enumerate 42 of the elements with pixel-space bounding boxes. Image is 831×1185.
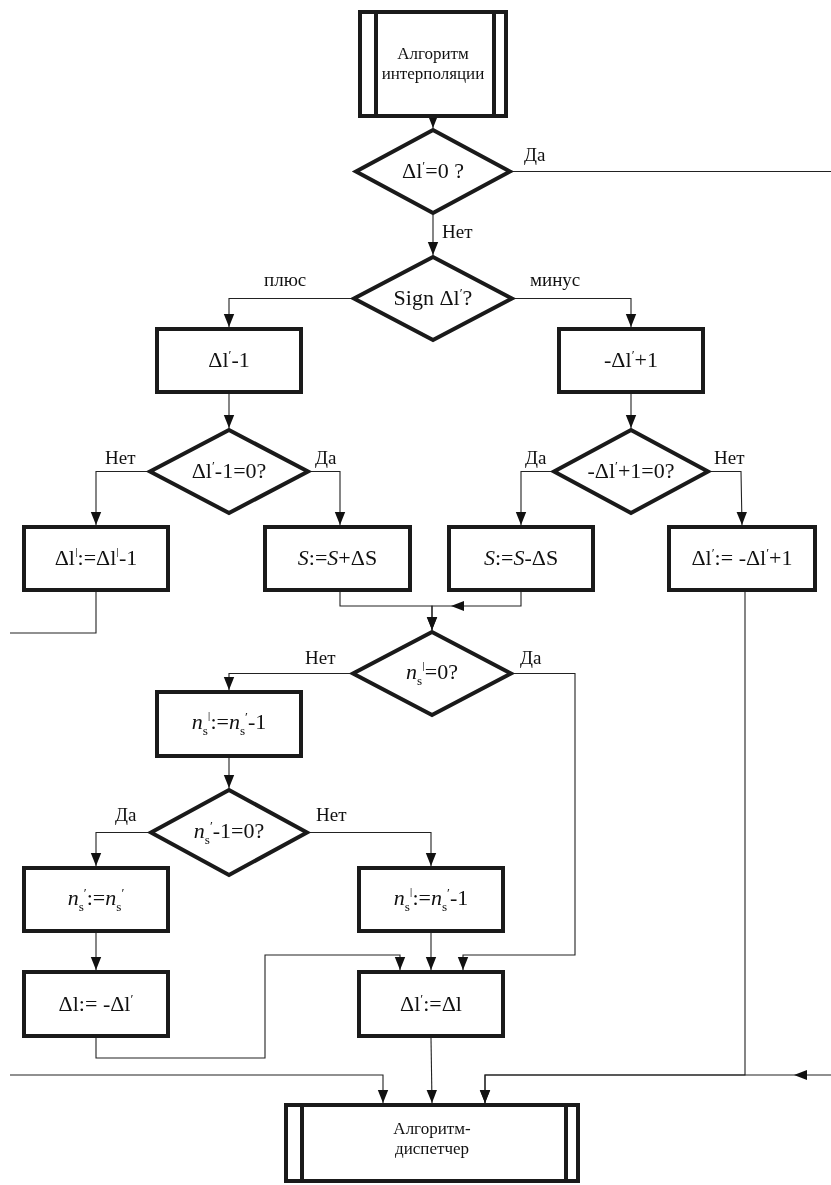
edge-label: Да: [313, 448, 339, 469]
step-text: Δl$^{′}$:=Δl: [400, 990, 462, 1018]
process-box: [155, 690, 303, 758]
decision-diamond: [352, 255, 514, 342]
step-text: Δl:= -Δl$^{′}$: [58, 990, 134, 1018]
edge-label: Да: [523, 448, 549, 469]
condition-text: n$_{s}$$^{′}$-1=0?: [193, 817, 265, 848]
edge-label: Да: [518, 648, 544, 669]
process-box: [22, 970, 170, 1038]
process-box: [667, 525, 817, 592]
decision-diamond: [148, 428, 310, 515]
edge-label: Да: [522, 145, 548, 166]
condition-text: Δl$^{′}$=0 ?: [402, 158, 464, 185]
process-box: [22, 525, 170, 592]
process-box: [263, 525, 412, 592]
process-box: [357, 970, 505, 1038]
decision-diamond: [351, 630, 513, 717]
process-box: [557, 327, 705, 394]
step-text: n$_{s}$$^{ǀ}$:=n$_{s}$$^{′}$-1: [393, 884, 469, 915]
decision-diamond: [149, 788, 309, 877]
process-box: [22, 866, 170, 933]
step-text: Δl$^{′}$-1: [208, 347, 250, 374]
subroutine-box: [284, 1103, 580, 1183]
step-text: n$_{s}$$^{ǀ}$:=n$_{s}$$^{′}$-1: [191, 709, 267, 739]
step-text: Δl$^{′}$:= -Δl$^{′}$+1: [691, 545, 793, 572]
condition-text: Sign Δl$^{′}$?: [393, 285, 473, 312]
decision-diamond: [552, 428, 710, 515]
step-text: Алгоритм-диспетчер: [392, 1119, 472, 1160]
subroutine-box: [358, 10, 508, 118]
process-box: [357, 866, 505, 933]
condition-text: Δl$^{′}$-1=0?: [191, 458, 267, 485]
step-text: Алгоритм интерполяции: [381, 43, 485, 85]
condition-text: n$_{s}$$^{ǀ}$=0?: [406, 658, 458, 689]
step-text: S:=S+ΔS: [297, 545, 378, 572]
process-box: [447, 525, 595, 592]
condition-text: -Δl$^{′}$+1=0?: [587, 458, 675, 485]
step-text: Δl$^{ǀ}$:=Δl$^{ǀ}$-1: [54, 545, 138, 572]
decision-diamond: [354, 128, 512, 215]
process-box: [155, 327, 303, 394]
step-text: S:=S-ΔS: [483, 545, 559, 572]
step-text: -Δl$^{′}$+1: [604, 347, 658, 374]
edge-label: Да: [113, 805, 139, 826]
